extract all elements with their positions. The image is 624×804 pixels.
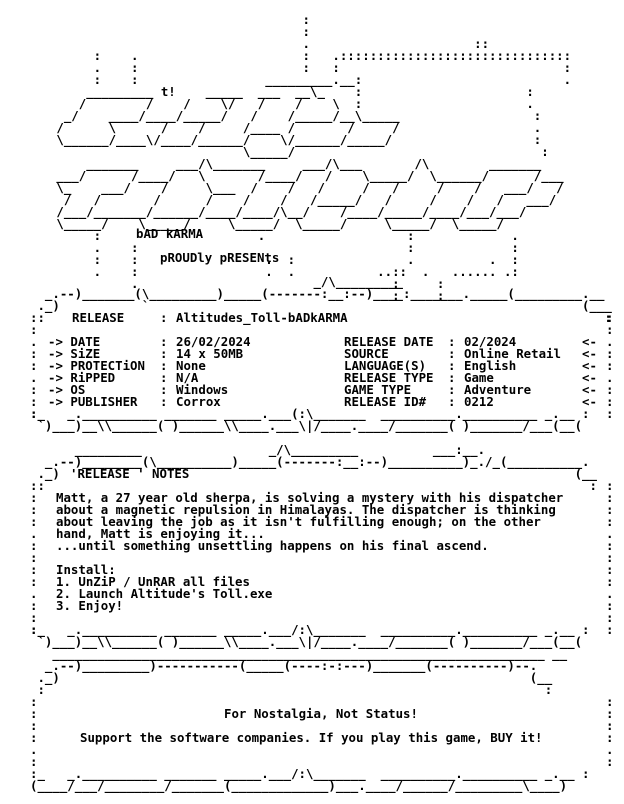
field-colon: : <box>160 334 168 349</box>
release-field-label: -> SiZE <box>48 346 101 361</box>
notes-box-right-rail: : : : : . : : : : . : : : <box>606 478 614 637</box>
release-field-label: -> RiPPED <box>48 370 116 385</box>
notes-line: about leaving the job as it isn't fulfil… <box>56 514 541 529</box>
release-field-label: -> DATE <box>48 334 101 349</box>
notes-line: 3. Enjoy! <box>56 598 124 613</box>
field-colon: : <box>448 358 456 373</box>
release-box-right-rail: : : . : : . : : : <box>606 310 614 421</box>
notes-box-left-rail: : : : : . : : : : . : : : <box>30 478 38 637</box>
release-field-value: 02/2024 <box>464 334 517 349</box>
release-field-value: Adventure <box>464 382 532 397</box>
release-field-label: LANGUAGE(S) <box>344 358 427 373</box>
footer-support-text: Support the software companies. If you p… <box>80 730 543 745</box>
release-field-label: RELEASE DATE <box>344 334 434 349</box>
release-field-value: English <box>464 358 517 373</box>
release-box-border-top: _/\_________ _.--)_______(\_________)___… <box>37 274 612 325</box>
release-box-border-bottom: :_ _.__________ _______ _____.___(:\____… <box>30 406 590 433</box>
field-colon: : <box>448 370 456 385</box>
field-colon: : <box>160 370 168 385</box>
group-tagline: bAD kARMA <box>136 226 204 241</box>
release-field-value: 26/02/2024 <box>176 334 251 349</box>
notes-box-border-top: _________ _/\_________ ___:__. _.--)____… <box>37 442 597 493</box>
notes-title: 'RELEASE ' NOTES <box>70 466 190 481</box>
field-colon: : <box>160 382 168 397</box>
release-field-value: N/A <box>176 370 199 385</box>
field-colon: : <box>448 394 456 409</box>
notes-line: about a magnetic repulsion in Himalayas.… <box>56 502 556 517</box>
right-arrow-markers: <- <- <- <- <- <- <box>582 334 597 409</box>
field-colon: : <box>448 382 456 397</box>
footer-box-border-bottom: :_ _.__________ _______ _____.___/:\____… <box>30 766 590 793</box>
field-colon: : <box>448 346 456 361</box>
release-field-value: Game <box>464 370 494 385</box>
release-title-sep: : <box>160 310 168 325</box>
notes-box-border-bottom: :_ _.__________ _______ _____.___/:\____… <box>30 622 590 649</box>
release-field-value: Windows <box>176 382 229 397</box>
release-field-label: -> OS <box>48 382 86 397</box>
ascii-logo-art: : : . :: : . : .::::::::::::::::::::::::… <box>56 12 572 303</box>
release-field-label: RELEASE TYPE <box>344 370 434 385</box>
notes-line: Matt, a 27 year old sherpa, is solving a… <box>56 490 564 505</box>
release-field-value: Online Retail <box>464 346 561 361</box>
release-field-value: Corrox <box>176 394 221 409</box>
footer-box-border-top: ________________________________________… <box>37 646 568 697</box>
notes-line: 2. Launch Altitude's Toll.exe <box>56 586 273 601</box>
footer-box-right-rail: : : : : . : <box>606 694 614 769</box>
release-field-label: -> PROTECTiON <box>48 358 145 373</box>
release-title-value: Altitudes_Toll-bADkARMA <box>176 310 348 325</box>
notes-line: Install: <box>56 562 116 577</box>
notes-line: ...until something unsettling happens on… <box>56 538 489 553</box>
release-box-left-rail: : : . : : . : : : <box>30 310 38 421</box>
field-colon: : <box>160 358 168 373</box>
field-colon: : <box>448 334 456 349</box>
notes-line: 1. UnZiP / UnRAR all files <box>56 574 250 589</box>
field-colon: : <box>160 346 168 361</box>
release-field-label: GAME TYPE <box>344 382 412 397</box>
release-field-label: SOURCE <box>344 346 389 361</box>
field-colon: : <box>160 394 168 409</box>
notes-line: hand, Matt is enjoying it... <box>56 526 265 541</box>
release-field-label: RELEASE ID# <box>344 394 427 409</box>
presents-line: pROUDly pRESENts <box>160 250 280 265</box>
release-field-value: None <box>176 358 206 373</box>
release-field-value: 14 x 50MB <box>176 346 244 361</box>
release-title-label: RELEASE <box>72 310 125 325</box>
footer-box-left-rail: : : : : . : <box>30 694 38 769</box>
release-field-label: -> PUBLISHER <box>48 394 138 409</box>
footer-slogan: For Nostalgia, Not Status! <box>224 706 418 721</box>
release-field-value: 0212 <box>464 394 494 409</box>
